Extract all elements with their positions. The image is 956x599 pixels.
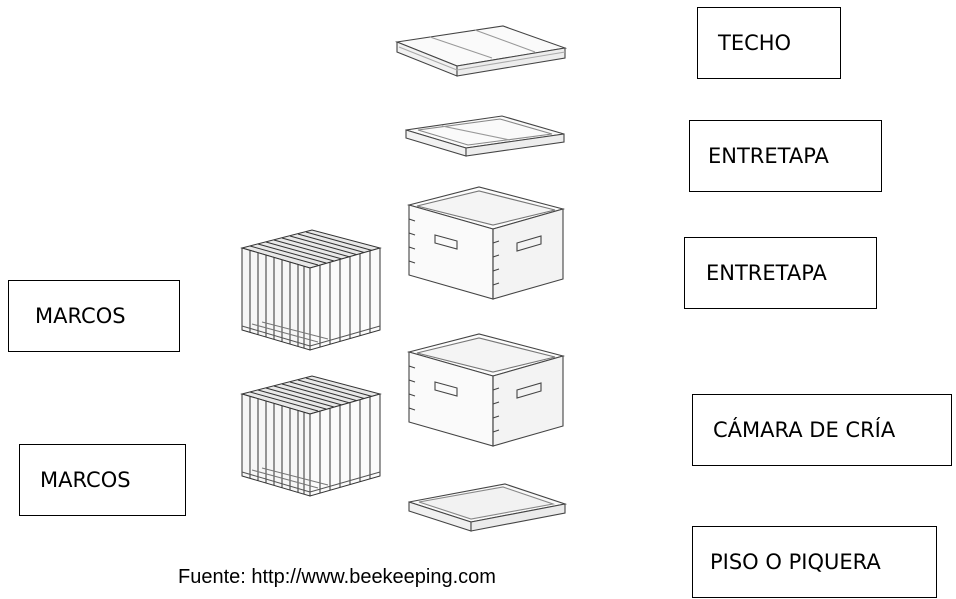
bottom-board-illustration	[408, 483, 568, 532]
label-entretapa-1: ENTRETAPA	[689, 120, 882, 192]
inner-cover-illustration	[405, 115, 565, 157]
frames-illustration-lower	[240, 375, 382, 497]
label-piso-o-piquera: PISO O PIQUERA	[692, 526, 937, 598]
label-techo: TECHO	[697, 7, 841, 79]
roof-illustration	[394, 25, 568, 77]
brood-box-illustration	[406, 333, 566, 447]
label-camara-de-cria: CÁMARA DE CRÍA	[692, 394, 952, 466]
label-marcos-upper: MARCOS	[8, 280, 180, 352]
super-box-illustration	[406, 186, 566, 300]
source-caption: Fuente: http://www.beekeeping.com	[178, 566, 496, 588]
label-marcos-lower: MARCOS	[19, 444, 186, 516]
label-entretapa-2: ENTRETAPA	[684, 237, 877, 309]
frames-illustration-upper	[240, 229, 382, 351]
